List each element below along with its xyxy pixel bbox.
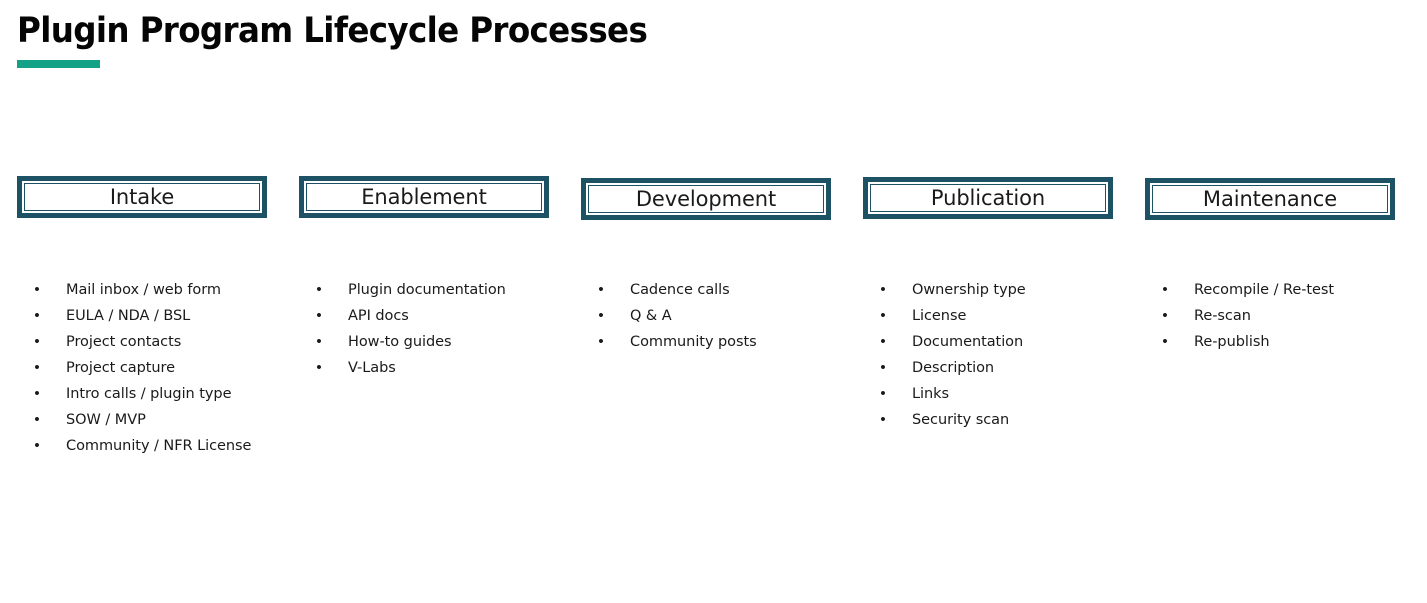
lifecycle-column-publication: Publication • Ownership type • License • Docum… <box>863 0 1113 603</box>
list-item-label: Documentation <box>912 334 1024 350</box>
list-item-label: SOW / MVP <box>66 412 146 428</box>
phase-header-label: Enablement <box>361 185 487 209</box>
phase-header-enablement[interactable]: Enablement <box>299 176 549 218</box>
phase-list-enablement: • Plugin documentation • API docs • How-to gu… <box>299 277 559 381</box>
list-item-label: Q & A <box>630 308 672 324</box>
list-item-label: Recompile / Re-test <box>1194 282 1335 298</box>
phase-header-inner: Development <box>588 185 824 213</box>
bullet-icon: • <box>598 333 604 350</box>
bullet-icon: • <box>1162 333 1168 350</box>
bullet-icon: • <box>598 281 604 298</box>
page-title: Plugin Program Lifecycle Processes <box>17 11 648 51</box>
list-item-label: Community posts <box>630 334 757 350</box>
list-item: • Community / NFR License <box>17 433 277 459</box>
bullet-icon: • <box>598 307 604 324</box>
bullet-icon: • <box>34 307 40 324</box>
list-item: • Plugin documentation <box>299 277 559 303</box>
bullet-icon: • <box>34 437 40 454</box>
list-item-label: Mail inbox / web form <box>66 282 221 298</box>
list-item-label: Intro calls / plugin type <box>66 386 232 402</box>
lifecycle-column-enablement: Enablement • Plugin documentation • API docs… <box>299 0 549 603</box>
phase-header-inner: Publication <box>870 184 1106 212</box>
phase-header-publication[interactable]: Publication <box>863 177 1113 219</box>
phase-header-label: Intake <box>109 185 175 209</box>
bullet-icon: • <box>316 281 322 298</box>
lifecycle-column-maintenance: Maintenance • Recompile / Re-test • Re-scan •… <box>1145 0 1395 603</box>
phase-list-development: • Cadence calls • Q & A • Community posts <box>581 277 841 355</box>
list-item-label: EULA / NDA / BSL <box>66 308 191 324</box>
list-item: • Intro calls / plugin type <box>17 381 277 407</box>
list-item: • SOW / MVP <box>17 407 277 433</box>
list-item-label: Description <box>912 360 995 376</box>
phase-header-label: Development <box>635 187 777 211</box>
bullet-icon: • <box>34 281 40 298</box>
list-item-label: API docs <box>348 308 409 324</box>
list-item: • Description <box>863 355 1123 381</box>
list-item: • Project capture <box>17 355 277 381</box>
list-item: • Links <box>863 381 1123 407</box>
bullet-icon: • <box>1162 307 1168 324</box>
list-item: • Documentation <box>863 329 1123 355</box>
phase-list-publication: • Ownership type • License • Documentation • De… <box>863 277 1123 433</box>
list-item-label: License <box>912 308 967 324</box>
list-item-label: Community / NFR License <box>66 438 252 454</box>
bullet-icon: • <box>316 359 322 376</box>
phase-header-label: Publication <box>930 186 1046 210</box>
list-item: • Community posts <box>581 329 841 355</box>
bullet-icon: • <box>34 359 40 376</box>
lifecycle-column-development: Development • Cadence calls • Q & A • Communit… <box>581 0 831 603</box>
bullet-icon: • <box>880 333 886 350</box>
list-item: • Security scan <box>863 407 1123 433</box>
list-item-label: V-Labs <box>348 360 396 376</box>
bullet-icon: • <box>880 411 886 428</box>
list-item: • Mail inbox / web form <box>17 277 277 303</box>
bullet-icon: • <box>880 281 886 298</box>
bullet-icon: • <box>34 385 40 402</box>
title-accent-bar <box>17 60 100 68</box>
list-item: • EULA / NDA / BSL <box>17 303 277 329</box>
list-item: • How-to guides <box>299 329 559 355</box>
bullet-icon: • <box>316 333 322 350</box>
list-item: • Ownership type <box>863 277 1123 303</box>
list-item-label: Project capture <box>66 360 175 376</box>
list-item-label: Re-publish <box>1194 334 1270 350</box>
bullet-icon: • <box>880 385 886 402</box>
list-item: • Re-scan <box>1145 303 1405 329</box>
bullet-icon: • <box>34 333 40 350</box>
list-item-label: Re-scan <box>1194 308 1251 324</box>
list-item-label: Links <box>912 386 949 402</box>
list-item-label: How-to guides <box>348 334 452 350</box>
list-item: • API docs <box>299 303 559 329</box>
phase-header-inner: Intake <box>24 183 260 211</box>
list-item: • Project contacts <box>17 329 277 355</box>
lifecycle-column-intake: Intake • Mail inbox / web form • EULA / NDA … <box>17 0 267 603</box>
phase-header-intake[interactable]: Intake <box>17 176 267 218</box>
title-block: Plugin Program Lifecycle Processes <box>17 10 1017 68</box>
list-item: • Recompile / Re-test <box>1145 277 1405 303</box>
list-item-label: Security scan <box>912 412 1010 428</box>
bullet-icon: • <box>316 307 322 324</box>
bullet-icon: • <box>1162 281 1168 298</box>
phase-list-maintenance: • Recompile / Re-test • Re-scan • Re-publish <box>1145 277 1405 355</box>
phase-header-inner: Maintenance <box>1152 185 1388 213</box>
list-item: • Re-publish <box>1145 329 1405 355</box>
list-item-label: Plugin documentation <box>348 282 506 298</box>
list-item: • License <box>863 303 1123 329</box>
list-item-label: Project contacts <box>66 334 182 350</box>
phase-list-intake: •Mail inbox / web form•EULA / NDA / BSL•… <box>17 277 277 459</box>
bullet-icon: • <box>880 359 886 376</box>
bullet-icon: • <box>880 307 886 324</box>
list-item-label: Cadence calls <box>630 282 730 298</box>
list-item: • Q & A <box>581 303 841 329</box>
bullet-icon: • <box>34 411 40 428</box>
phase-header-maintenance[interactable]: Maintenance <box>1145 178 1395 220</box>
list-item-label: Ownership type <box>912 282 1026 298</box>
list-item: • Cadence calls <box>581 277 841 303</box>
list-item: • V-Labs <box>299 355 559 381</box>
phase-header-development[interactable]: Development <box>581 178 831 220</box>
phase-header-label: Maintenance <box>1202 187 1338 211</box>
phase-header-inner: Enablement <box>306 183 542 211</box>
